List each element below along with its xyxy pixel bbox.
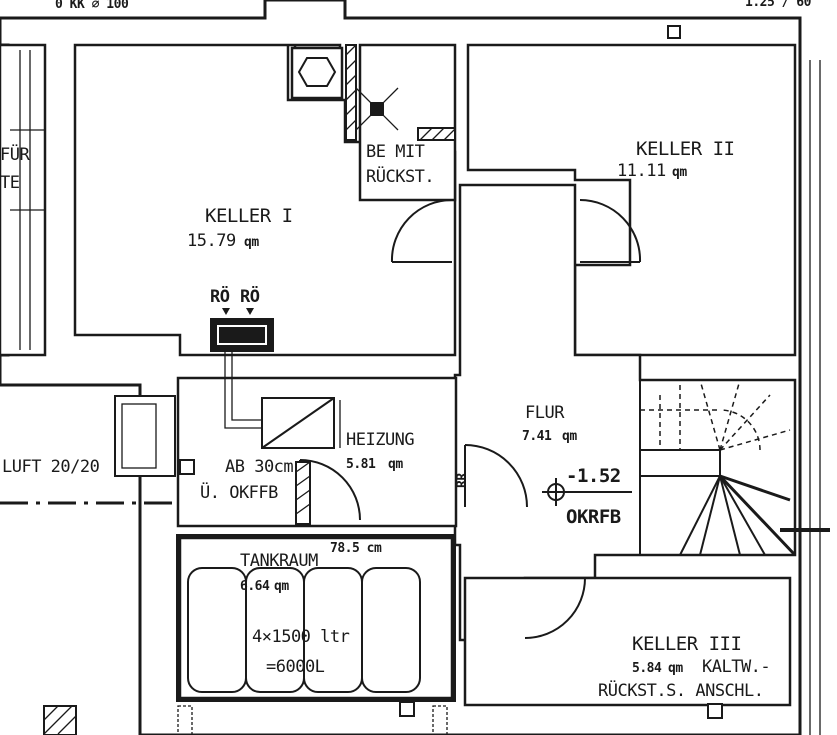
door-swings: [299, 199, 642, 639]
keller1-name: KELLER I: [205, 205, 293, 227]
keller3-area: 5.84: [632, 661, 662, 676]
tank-4: [361, 567, 421, 693]
tanks-line1: 4×1500 ltr: [252, 627, 350, 647]
keller1-area: 15.79: [187, 231, 236, 251]
heizung-area: 5.81: [346, 457, 376, 472]
door-label: RR: [455, 473, 470, 488]
exhaust-line1: AB 30cm: [225, 457, 293, 477]
fixtures: [0, 25, 723, 735]
heizung-name: HEIZUNG: [346, 430, 414, 450]
room-keller-1: [73, 43, 457, 357]
be-line1: BE MIT: [366, 142, 425, 162]
be-line2: RÜCKST.: [366, 165, 434, 187]
air-label: LUFT 20/20: [2, 457, 100, 477]
keller2-area: 11.11: [617, 161, 666, 181]
keller3-name: KELLER III: [632, 633, 741, 655]
flur-name: FLUR: [525, 403, 565, 423]
keller2-unit: qm: [672, 165, 687, 180]
staircase: [639, 379, 830, 557]
left-room-line1: FÜR: [0, 143, 30, 165]
flur-area: 7.41: [522, 429, 552, 444]
tankraum-area: 6.64: [240, 579, 270, 594]
level-ref: OKRFB: [566, 506, 621, 528]
keller1-unit: qm: [244, 235, 259, 250]
keller2-name: KELLER II: [636, 138, 734, 160]
room-keller-2: [466, 43, 797, 357]
exhaust-line2: Ü. OKFFB: [200, 481, 278, 503]
left-room: [0, 43, 47, 357]
heizung-unit: qm: [388, 457, 403, 472]
tankraum-name: TANKRAUM: [240, 551, 318, 571]
tanks-line2: =6000L: [266, 657, 325, 677]
pipe-box-icon: [210, 318, 274, 352]
keller3-note1: KALTW.-: [702, 657, 770, 677]
left-room-line2: TE: [0, 173, 20, 193]
level-value: -1.52: [566, 465, 621, 487]
tankraum-unit: qm: [274, 579, 289, 594]
oil-tanks: [187, 567, 421, 693]
pipe-label-2: RÖ: [240, 285, 260, 307]
corner-note: 1.25 / 60: [745, 0, 812, 10]
pipe-label-1: RÖ: [210, 285, 230, 307]
room-be: [358, 43, 457, 202]
scale-note: 0 KK ⌀ 100: [55, 0, 129, 12]
tankraum-dim: 78.5 cm: [330, 541, 382, 556]
room-keller-3: [463, 576, 792, 707]
flur-unit: qm: [562, 429, 577, 444]
keller3-unit: qm: [668, 661, 683, 676]
tank-1: [187, 567, 247, 693]
keller3-note2: RÜCKST.S. ANSCHL.: [598, 679, 764, 701]
labels: 0 KK ⌀ 100 1.25 / 60 FÜR TE KELLER I 15.…: [0, 0, 812, 701]
